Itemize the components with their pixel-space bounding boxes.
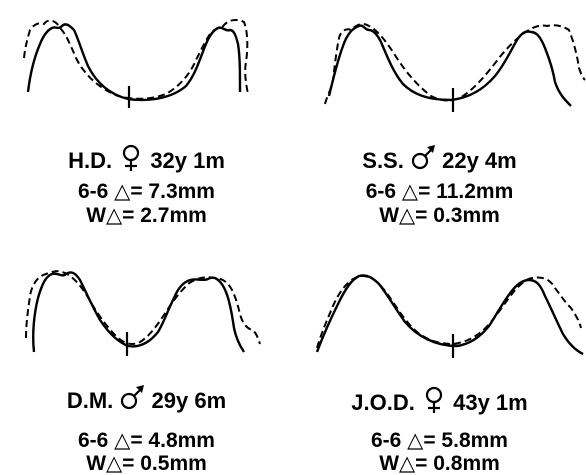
dashed-arch-outline xyxy=(25,270,261,345)
solid-arch-outline xyxy=(327,24,572,107)
female-symbol-icon xyxy=(118,144,144,171)
inter-molar-change: 6-6 △= 7.3mm xyxy=(78,180,215,203)
inter-molar-change: 6-6 △= 11.2mm xyxy=(365,180,514,203)
panel-ss: S.S. 22y 4m 6-6 △= 11.2mm W△= 0.3mm xyxy=(293,0,586,237)
subject-age: 43y 1m xyxy=(453,390,528,415)
subject-initials: S.S. xyxy=(362,148,404,173)
subject-age: 32y 1m xyxy=(150,148,225,173)
subject-initials: J.O.D. xyxy=(351,390,415,415)
subject-title: J.O.D. 43y 1m xyxy=(293,386,586,414)
solid-arch-outline xyxy=(32,271,245,353)
subject-age: 22y 4m xyxy=(442,148,517,173)
subject-initials: H.D. xyxy=(68,148,113,173)
dashed-arch-outline xyxy=(316,275,582,349)
panel-dm: D.M. 29y 6m 6-6 △= 4.8mm W△= 0.5mm xyxy=(0,238,293,475)
width-change: W△= 0.3mm xyxy=(379,204,500,227)
arch-outline-chart-ss xyxy=(324,22,586,112)
dashed-arch-outline xyxy=(23,19,249,100)
width-change: W△= 2.7mm xyxy=(86,204,207,227)
subject-title: H.D. 32y 1m xyxy=(0,144,293,172)
inter-molar-change: 6-6 △= 4.8mm xyxy=(78,429,215,452)
subject-initials: D.M. xyxy=(66,388,114,413)
male-symbol-icon xyxy=(119,384,145,410)
solid-arch-outline xyxy=(315,274,584,356)
panel-jod: J.O.D. 43y 1m 6-6 △= 5.8mm W△= 0.8mm xyxy=(293,238,586,475)
arch-outline-chart-hd xyxy=(23,19,249,108)
arch-outline-chart-dm xyxy=(25,270,261,356)
width-change: W△= 0.5mm xyxy=(86,452,207,475)
subject-title: D.M. 29y 6m xyxy=(0,384,293,412)
panel-hd: H.D. 32y 1m 6-6 △= 7.3mm W△= 2.7mm xyxy=(0,0,293,237)
inter-molar-change: 6-6 △= 5.8mm xyxy=(371,429,508,452)
subject-title: S.S. 22y 4m xyxy=(293,144,586,172)
dashed-arch-outline xyxy=(324,22,586,105)
width-change: W△= 0.8mm xyxy=(379,452,500,475)
female-symbol-icon xyxy=(421,386,447,413)
arch-outline-chart-jod xyxy=(315,274,584,358)
male-symbol-icon xyxy=(410,144,436,170)
subject-age: 29y 6m xyxy=(151,388,227,413)
